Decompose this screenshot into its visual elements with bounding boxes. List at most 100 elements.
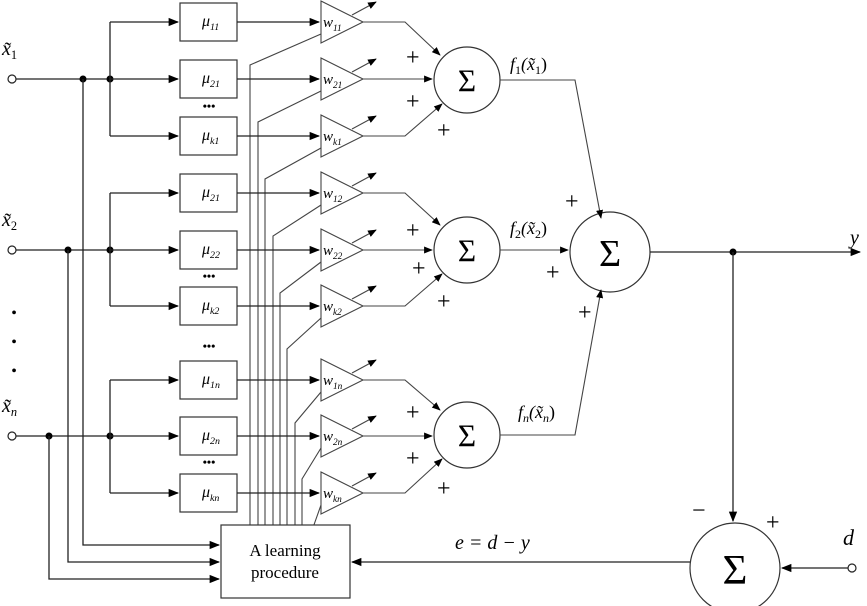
sum-symbol: Σ [458,64,476,99]
label-subscript: 2n [333,438,343,448]
input-to-learning-line [82,79,221,550]
membership-label: μ1n [201,371,220,391]
input-terminal [7,74,17,84]
membership-label: μ22 [201,241,220,261]
plus-sign: + [406,446,420,472]
label-subscript: 1 [11,48,17,62]
label-subscript: 21 [210,193,220,204]
weight-label: wk1 [323,129,342,148]
label-main: μ [201,427,210,444]
plus-sign: + [578,300,592,326]
arg: (x̃ [529,402,544,423]
label-main: w [323,486,333,502]
weight-label: wkn [323,486,342,505]
label-subscript: n [11,405,17,419]
membership-label: μk1 [201,127,219,147]
membership-label: μ21 [201,70,220,90]
plus-sign: + [406,45,420,71]
arg: (x̃ [521,54,536,75]
membership-label: μk2 [201,297,219,317]
label-subscript: kn [210,493,219,504]
learning-feedback-line [257,90,322,525]
weight-label: w11 [323,15,342,34]
weight-amplifier [320,114,365,158]
input-to-learning-line [48,436,221,584]
weight-label: w22 [323,243,343,262]
membership-box [179,416,238,456]
plus-sign: + [546,260,560,286]
adapt-arrow [351,472,377,487]
row-ellipsis: ••• [203,339,216,353]
membership-box [179,230,238,270]
weight-label: wk2 [323,299,342,318]
label-subscript: 11 [333,24,342,34]
sum-symbol: Σ [723,547,748,594]
error-sum-node [689,522,781,606]
adapt-arrow [351,229,377,244]
plus-sign: + [412,256,426,282]
label-subscript: 22 [210,250,220,261]
label-subscript: 11 [210,22,219,33]
arg-sub: n [543,411,549,425]
label-main: w [323,186,333,202]
membership-label: μ2n [201,427,220,447]
label-subscript: 21 [210,79,220,90]
label-subscript: 2n [210,436,220,447]
learning-feedback-line [249,33,322,525]
plus-sign: + [406,218,420,244]
label-main: x̃ [1,209,11,231]
learning-feedback-line [286,317,322,525]
membership-box [179,2,238,42]
adapt-arrow [351,115,377,130]
label-main: μ [201,127,210,144]
adapt-arrow [351,1,377,16]
label-main: x̃ [1,395,11,417]
adapt-arrow [351,172,377,187]
learning-feedback-line [279,261,322,525]
row-ellipsis: ••• [203,269,216,283]
label-subscript: k1 [210,136,219,147]
f: f [510,54,518,74]
plus-sign: + [437,118,451,144]
label-subscript: 1n [210,380,220,391]
label-main: μ [201,13,210,30]
input-label-3: x̃n [1,395,17,419]
close: ) [549,402,555,423]
plus-sign: + [406,89,420,115]
learning-box-line-2: procedure [251,563,319,582]
row-ellipsis: ••• [203,455,216,469]
arg: (x̃ [521,218,536,239]
weight-to-sum [363,192,441,226]
label-main: μ [201,297,210,314]
learning-feedback-line [294,391,322,525]
adapt-arrow [351,58,377,73]
membership-box [179,116,238,156]
input-terminal [7,245,17,255]
label-subscript: 2 [11,219,17,233]
close: ) [541,54,547,75]
vertical-ellipsis: • [11,334,17,351]
learning-procedure-box [220,524,351,599]
output-label-y: y [848,227,859,249]
weight-to-sum [363,458,443,494]
sum-symbol: Σ [458,234,476,269]
learning-box-line-1: A learning [249,541,321,560]
f-sub: 1 [515,63,521,77]
plus-sign: + [437,476,451,502]
membership-box [179,286,238,326]
label-main: x̃ [1,38,11,60]
weight-amplifier [320,228,365,272]
plus-sign: + [406,400,420,426]
label-subscript: k2 [333,308,342,318]
label-main: μ [201,484,210,501]
plus-sign: + [565,189,579,215]
input-terminal [7,431,17,441]
sum-symbol: Σ [599,233,621,275]
weight-label: w1n [323,373,343,392]
label-main: w [323,243,333,259]
label-main: w [323,299,333,315]
desired-terminal [847,563,857,573]
label-main: μ [201,184,210,201]
label-main: μ [201,241,210,258]
